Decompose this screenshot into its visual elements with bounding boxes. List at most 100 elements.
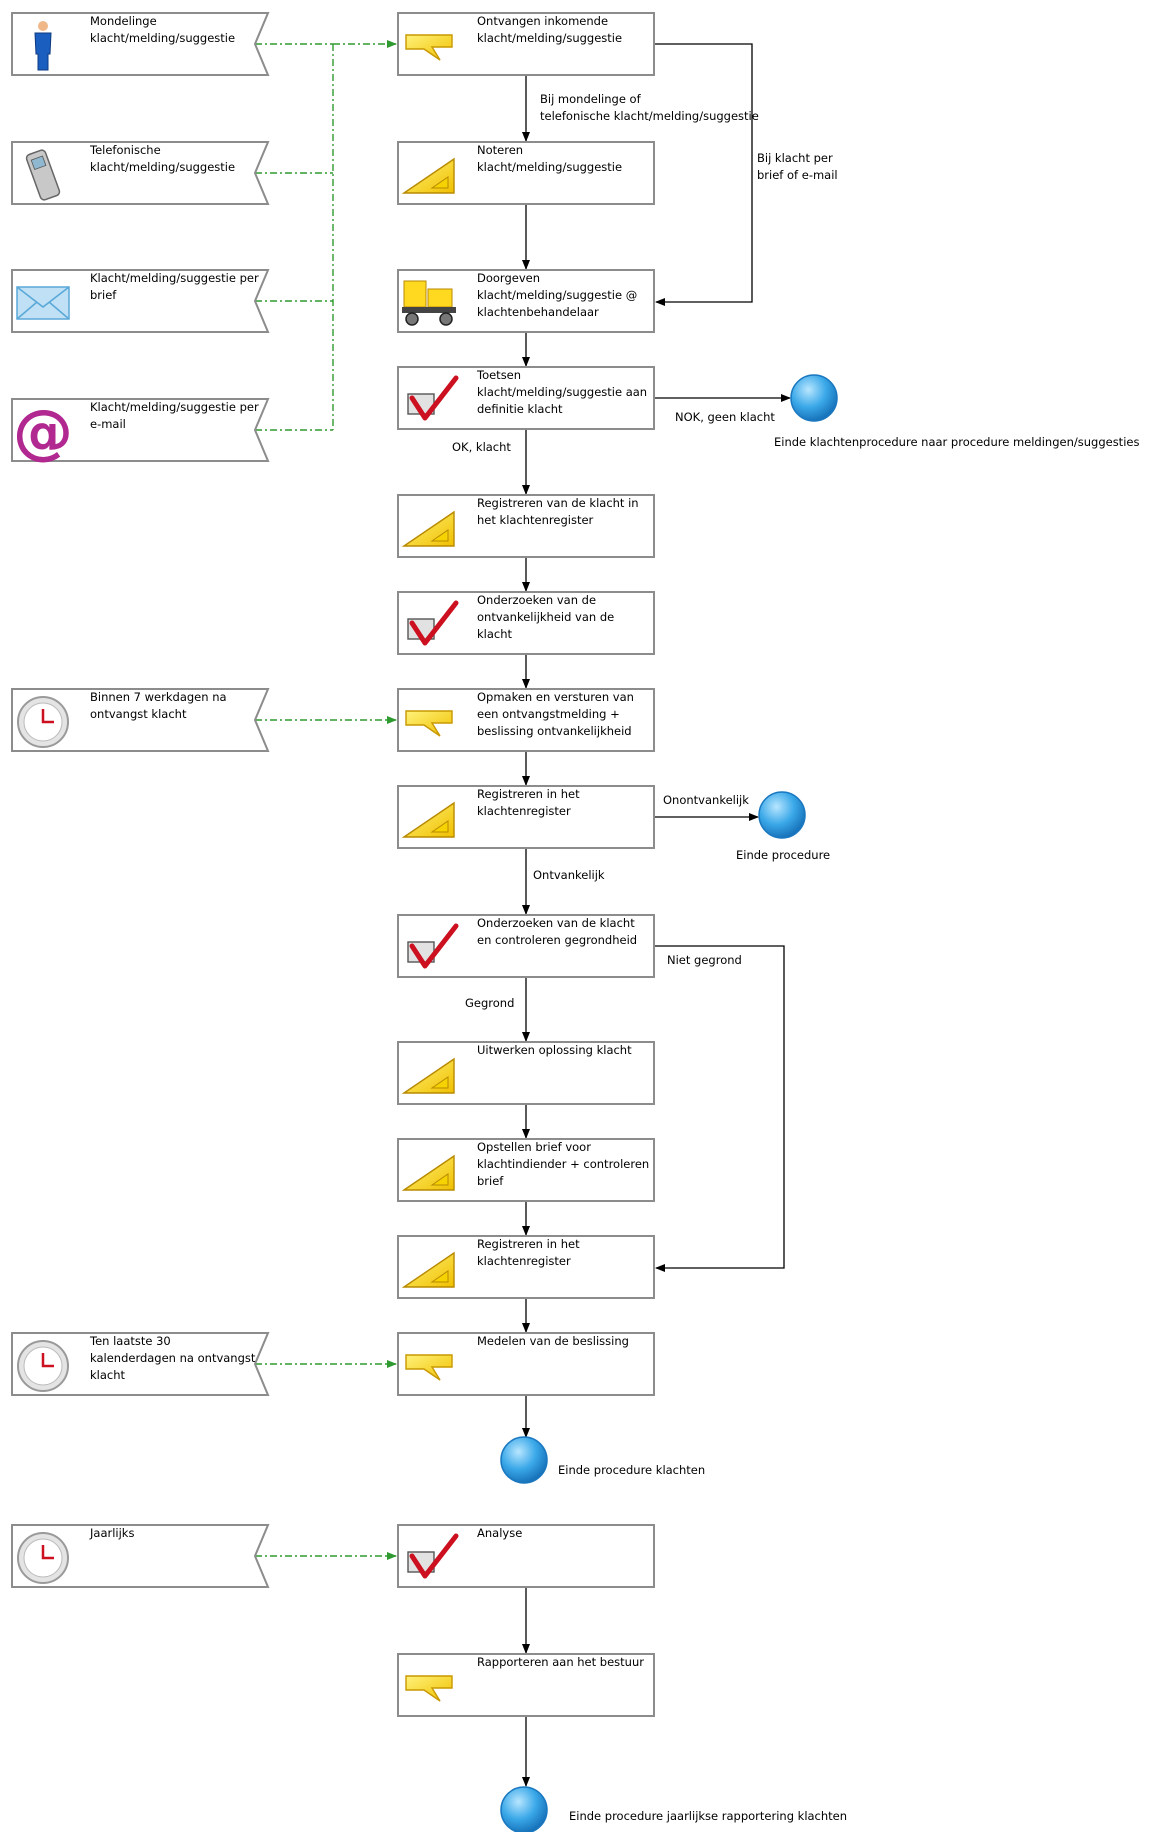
end-event[interactable]: Einde procedure	[736, 791, 830, 862]
bypass-arrow	[654, 43, 753, 306]
activity-box[interactable]: Uitwerken oplossing klacht	[397, 1041, 655, 1105]
flow-label-brief-email-line: Bij klacht per	[757, 151, 833, 165]
activity-label: Rapporteren aan het bestuur	[477, 1655, 644, 1669]
trigger-frame	[11, 1524, 270, 1588]
trigger-label-line: Binnen 7 werkdagen na	[90, 690, 227, 704]
activity-box[interactable]: Onderzoeken van de klacht en controleren …	[397, 914, 655, 978]
trigger-label-line: Klacht/melding/suggestie per	[90, 400, 259, 414]
trigger-label-line: brief	[90, 288, 117, 302]
activity-label-line: Registreren in het	[477, 787, 580, 801]
ruler-icon	[401, 1251, 455, 1288]
activity-label-line: klacht/melding/suggestie	[477, 160, 622, 174]
trigger-event[interactable]: Klacht/melding/suggestie per brief	[11, 269, 270, 333]
activity-label-line: klachtenbehandelaar	[477, 305, 599, 319]
trigger-label-line: klacht/melding/suggestie	[90, 160, 235, 174]
clock-icon	[17, 1532, 69, 1584]
end-event-label: Einde procedure	[736, 848, 830, 862]
lightning-icon	[405, 1675, 453, 1702]
trigger-label-line: kalenderdagen na ontvangst	[90, 1351, 256, 1365]
end-event-label: Einde procedure jaarlijkse rapportering …	[569, 1809, 847, 1823]
trigger-label-line: klacht	[90, 1368, 126, 1382]
activity-label-line: Opmaken en versturen van	[477, 690, 634, 704]
activity-frame	[397, 591, 655, 655]
activity-box[interactable]: Registreren van de klacht in het klachten…	[397, 494, 655, 558]
flow-label-brief-email-line: brief of e-mail	[757, 168, 838, 182]
end-event[interactable]: Einde klachtenprocedure naar procedure m…	[774, 374, 1139, 449]
activity-frame	[397, 1524, 655, 1588]
trigger-frame	[11, 688, 270, 752]
flow-label-gegrond: Gegrond	[465, 996, 514, 1010]
trigger-frame	[11, 1332, 270, 1396]
activity-label: Uitwerken oplossing klacht	[477, 1043, 632, 1057]
activity-label-line: en controleren gegrondheid	[477, 933, 637, 947]
activity-label-line: een ontvangstmelding +	[477, 707, 620, 721]
activity-label-line: Noteren	[477, 143, 523, 157]
trigger-frame	[11, 141, 270, 205]
activity-label-line: Rapporteren aan het bestuur	[477, 1655, 644, 1669]
trigger-label-line: Mondelinge	[90, 14, 157, 28]
checkmark-icon	[407, 375, 459, 421]
end-event-label: Einde klachtenprocedure naar procedure m…	[774, 435, 1139, 449]
trigger-label-line: klacht/melding/suggestie	[90, 31, 235, 45]
activity-box[interactable]: Noteren klacht/melding/suggestie	[397, 141, 655, 205]
end-event-circle	[500, 1786, 548, 1832]
activity-label-line: Opstellen brief voor	[477, 1140, 591, 1154]
trigger-event[interactable]: Ten laatste 30 kalenderdagen na ontvangst…	[11, 1332, 270, 1396]
end-event[interactable]: Einde procedure klachten	[500, 1436, 705, 1484]
ruler-icon	[401, 510, 455, 547]
flow-label-ok: OK, klacht	[452, 440, 511, 454]
activity-label-line: Registreren van de klacht in	[477, 496, 639, 510]
trigger-label-line: Klacht/melding/suggestie per	[90, 271, 259, 285]
activity-label-line: Analyse	[477, 1526, 522, 1540]
activity-label: Registreren van de klacht in het klachten…	[477, 496, 639, 527]
activity-label-line: Medelen van de beslissing	[477, 1334, 629, 1348]
ruler-icon	[401, 1057, 455, 1094]
niet-gegrond-arrow	[654, 945, 785, 1272]
ruler-icon	[401, 157, 455, 194]
trigger-event[interactable]: Mondelinge klacht/melding/suggestie	[11, 12, 270, 76]
lightning-icon	[405, 710, 453, 737]
activity-label-line: Doorgeven	[477, 271, 540, 285]
end-event[interactable]: Einde procedure jaarlijkse rapportering …	[500, 1786, 847, 1832]
activity-label-line: Onderzoeken van de klacht	[477, 916, 635, 930]
ruler-icon	[401, 801, 455, 838]
checkmark-icon	[407, 600, 459, 646]
activity-label-line: het klachtenregister	[477, 513, 594, 527]
activity-box[interactable]: Opmaken en versturen van een ontvangstmel…	[397, 688, 655, 752]
activity-box[interactable]: Rapporteren aan het bestuur	[397, 1653, 655, 1717]
flow-label-niet-gegrond: Niet gegrond	[667, 953, 742, 967]
trigger-label: Ten laatste 30 kalenderdagen na ontvangst…	[89, 1334, 256, 1382]
trigger-label-line: Jaarlijks	[89, 1526, 134, 1540]
activity-box[interactable]: Medelen van de beslissing	[397, 1332, 655, 1396]
activity-box[interactable]: Analyse	[397, 1524, 655, 1588]
trigger-frame	[11, 398, 270, 462]
checkmark-icon	[407, 1533, 459, 1579]
end-event-label: Einde procedure klachten	[558, 1463, 705, 1477]
at-sign-icon: @	[13, 397, 73, 467]
trigger-label-line: Ten laatste 30	[89, 1334, 171, 1348]
trigger-event[interactable]: Jaarlijks	[11, 1524, 270, 1588]
checkmark-icon	[407, 923, 459, 969]
activity-label-line: beslissing ontvankelijkheid	[477, 724, 632, 738]
trigger-frame	[11, 269, 270, 333]
svg-text:@: @	[13, 397, 73, 467]
